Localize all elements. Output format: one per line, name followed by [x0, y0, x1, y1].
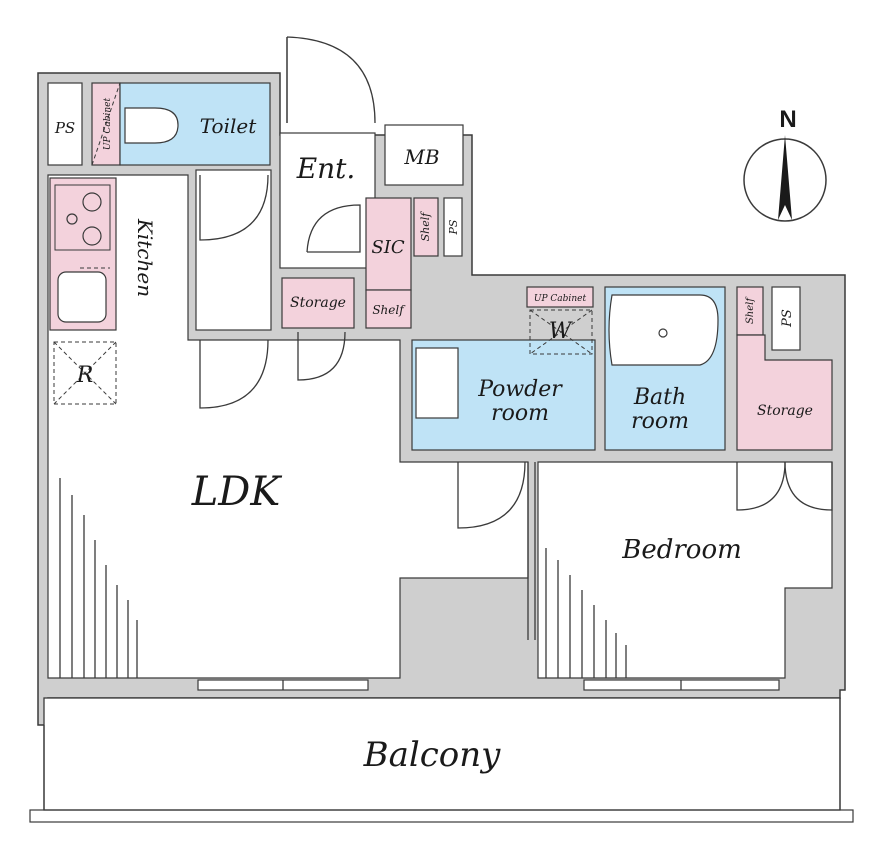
sic-label: SIC	[371, 237, 404, 258]
powder-label-1: Powder	[477, 377, 563, 402]
storage-door-swing	[297, 331, 346, 381]
washer-label: W	[549, 319, 574, 344]
balcony-area	[43, 697, 841, 811]
shelf-entry-label: Shelf	[372, 303, 406, 317]
shelf-sic-label: Shelf	[419, 211, 432, 242]
up-cabinet-toilet-diagonal	[91, 82, 121, 166]
shelf-bedroom-label: Shelf	[745, 296, 756, 324]
compass-north-label: N	[779, 106, 796, 133]
compass: N	[743, 106, 827, 222]
bath-label-1: Bath	[633, 385, 686, 410]
storage-bedroom-label: Storage	[757, 403, 813, 419]
sic-door-swing	[306, 204, 361, 253]
sic-shelf-side	[413, 197, 439, 257]
up-cabinet-powder-label: UP Cabinet	[534, 294, 587, 304]
mb-box	[384, 124, 464, 186]
ps-toilet-box	[47, 82, 83, 166]
entrance-label: Ent.	[296, 152, 356, 185]
sic-shelf-bottom	[365, 289, 412, 329]
stove-box	[54, 184, 111, 251]
washer-diagonal-2	[529, 309, 593, 355]
ldk-window-hatch	[59, 478, 138, 678]
toilet-label: Toilet	[200, 114, 257, 138]
fridge-label: R	[76, 363, 94, 388]
storage-entry-box	[281, 277, 355, 329]
balcony-label: Balcony	[363, 735, 502, 775]
bedroom-label: Bedroom	[621, 535, 742, 565]
ps-entry-label: PS	[447, 219, 460, 235]
corridor-floor	[195, 169, 272, 331]
storage-bedroom-box	[736, 334, 833, 451]
bedroom-window-hatch	[545, 548, 627, 678]
washer-box	[529, 309, 593, 355]
ps-entry-box	[443, 197, 463, 257]
kitchen-label: Kitchen	[133, 218, 157, 297]
ldk-label: LDK	[191, 469, 283, 515]
sic-box	[365, 197, 412, 291]
sink-icon	[57, 271, 107, 323]
fridge-diagonal-2	[53, 341, 117, 405]
mb-label: MB	[403, 145, 439, 169]
bath-label-2: room	[631, 409, 689, 434]
up-cabinet-toilet-label: UP Cabinet	[103, 98, 113, 151]
storage-entry-label: Storage	[290, 295, 346, 311]
burner-2-icon	[82, 226, 102, 246]
burner-1-icon	[82, 192, 102, 212]
vanity-icon	[415, 347, 459, 419]
entrance-door-swing	[286, 36, 376, 124]
ps-bedroom-label: PS	[780, 309, 795, 328]
burner-3-icon	[66, 213, 78, 225]
toilet-bowl-icon	[124, 107, 179, 144]
drain-icon	[658, 328, 668, 338]
bathtub-icon	[608, 294, 719, 366]
corridor-door-top-swing	[199, 174, 269, 241]
powder-label-2: room	[491, 401, 549, 426]
ps-toilet-label: PS	[54, 119, 75, 137]
balcony-rail	[29, 809, 854, 823]
compass-needle-icon	[778, 135, 792, 220]
up-cabinet-powder-box	[526, 286, 594, 308]
ps-bedroom-box	[771, 286, 801, 351]
bedroom-storage-door-left	[736, 461, 786, 511]
bedroom-storage-door-right	[784, 461, 833, 511]
powder-door-swing	[457, 461, 526, 529]
corridor-door-bottom-swing	[199, 339, 269, 409]
entrance-floor	[279, 132, 376, 269]
